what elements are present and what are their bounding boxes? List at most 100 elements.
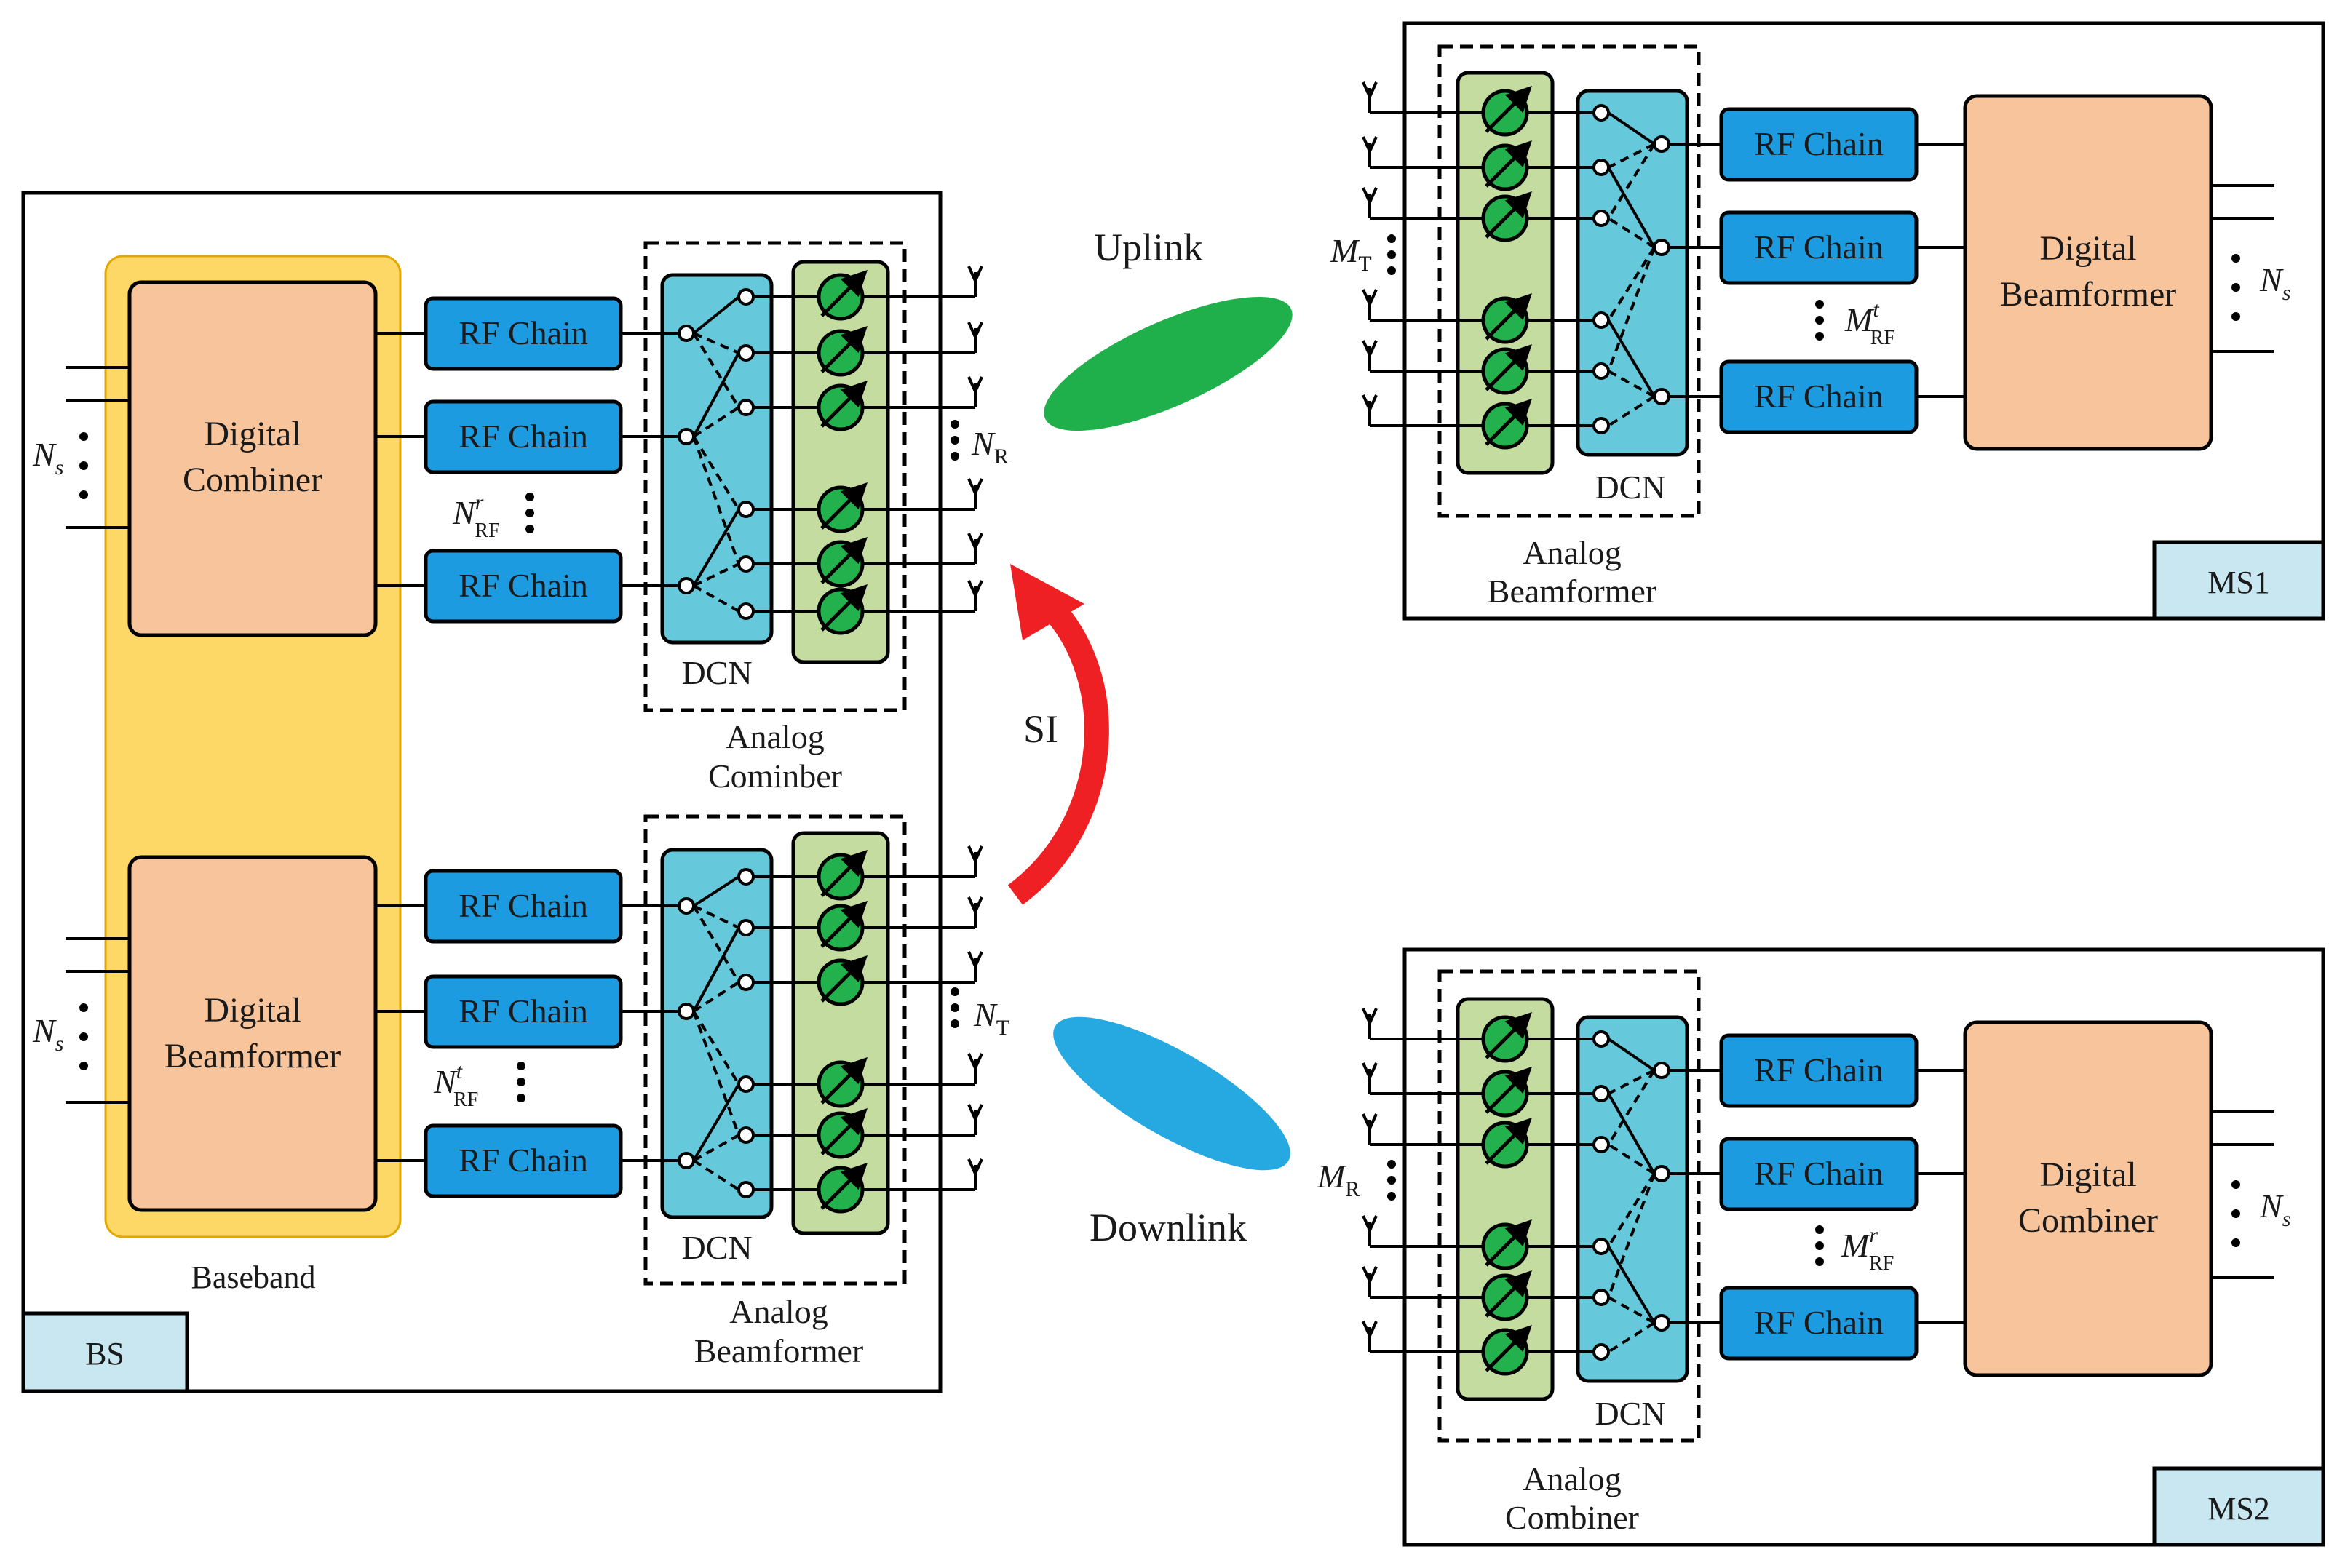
bs-analog-combiner-line1: Analog bbox=[726, 718, 824, 755]
switch-node bbox=[1592, 311, 1610, 329]
signal-line bbox=[692, 436, 740, 565]
antenna-icon bbox=[1362, 394, 1378, 413]
antenna-icon bbox=[1362, 1266, 1378, 1285]
antenna-icon bbox=[1362, 81, 1378, 100]
antenna-icon bbox=[967, 951, 983, 970]
switch-node bbox=[1592, 1085, 1610, 1102]
antenna-icon bbox=[967, 1158, 983, 1177]
antenna-icon bbox=[967, 533, 983, 552]
signal-line bbox=[1607, 217, 1656, 249]
phase-shifter-arrow bbox=[1485, 1118, 1532, 1165]
antenna-icon bbox=[1362, 289, 1378, 308]
switch-node bbox=[737, 602, 755, 620]
signal-line bbox=[692, 352, 740, 437]
bs-analog-combiner-frame bbox=[643, 241, 907, 712]
ms1-analog-frame bbox=[1437, 44, 1701, 518]
ms2-tag: MS2 bbox=[2207, 1491, 2270, 1527]
uplink-beam bbox=[1044, 296, 1293, 431]
downlink-label: Downlink bbox=[1090, 1206, 1247, 1249]
ms1-ns: Ns bbox=[2259, 261, 2290, 305]
switch-node bbox=[1592, 104, 1610, 122]
phase-shifter-arrow bbox=[1485, 399, 1532, 446]
signal-line bbox=[1607, 319, 1656, 398]
si-label: SI bbox=[1023, 707, 1058, 751]
baseband-label: Baseband bbox=[191, 1259, 315, 1295]
bs-analog-beamformer-line2: Beamformer bbox=[694, 1332, 863, 1369]
phase-shifter-arrow bbox=[1485, 1219, 1532, 1267]
bs-nr: NR bbox=[971, 425, 1009, 469]
ms1-tag-box bbox=[2152, 540, 2325, 621]
bs-dcn-lower bbox=[660, 848, 774, 1219]
ms1-analog-line1: Analog bbox=[1523, 534, 1621, 571]
bs-rf-chain: RF Chain bbox=[424, 296, 623, 371]
bs-analog-beamformer-frame bbox=[643, 814, 907, 1286]
ms1-rf-chain: RF Chain bbox=[1719, 359, 1919, 434]
phase-shifter-arrow bbox=[1485, 1270, 1532, 1318]
antenna-icon bbox=[967, 266, 983, 284]
phase-shifter-arrow bbox=[820, 850, 868, 897]
switch-node bbox=[737, 399, 755, 416]
switch-node bbox=[737, 344, 755, 362]
ms2-panel: MS2 DCN Analog Combiner RF Chain RF Chai… bbox=[1317, 947, 2325, 1547]
ms2-dcn-label: DCN bbox=[1595, 1395, 1665, 1432]
ms2-analog-frame bbox=[1437, 969, 1701, 1443]
signal-line bbox=[692, 875, 740, 907]
rf-internals bbox=[621, 81, 1721, 1376]
ms2-rf-chain: RF Chain bbox=[1719, 1033, 1919, 1108]
bs-rf-chain: RF Chain bbox=[424, 1123, 623, 1198]
svg-text:RF Chain: RF Chain bbox=[1754, 1051, 1884, 1089]
bs-digital-combiner-line1: Digital bbox=[204, 415, 301, 453]
antenna-icon bbox=[967, 322, 983, 341]
bs-rf-chain: RF Chain bbox=[424, 399, 623, 474]
ms2-mrf-dots bbox=[1815, 1225, 1824, 1266]
bs-panel: BS Baseband Digital Combiner Digital Bea… bbox=[21, 191, 1009, 1393]
phase-shifter-arrow bbox=[820, 1108, 868, 1155]
signal-line bbox=[692, 1011, 740, 1136]
switch-node bbox=[737, 1126, 755, 1144]
antenna-icon bbox=[1362, 1062, 1378, 1081]
signal-line bbox=[692, 927, 740, 1012]
switch-node bbox=[737, 288, 755, 306]
signal-line bbox=[1608, 143, 1655, 169]
signal-line bbox=[1607, 1143, 1656, 1175]
ms2-analog-line2: Combiner bbox=[1505, 1499, 1639, 1536]
svg-text:RF Chain: RF Chain bbox=[459, 418, 588, 455]
uplink-label: Uplink bbox=[1094, 226, 1203, 269]
svg-text:RF Chain: RF Chain bbox=[459, 992, 588, 1030]
signal-line bbox=[693, 332, 739, 354]
signal-line bbox=[693, 904, 739, 929]
svg-text:RF Chain: RF Chain bbox=[1754, 378, 1884, 415]
ms2-mr-dots bbox=[1387, 1160, 1396, 1201]
signal-line bbox=[693, 1134, 739, 1162]
phase-shifter-arrow bbox=[820, 381, 868, 428]
switch-node bbox=[737, 1075, 755, 1093]
phase-shifter-arrow bbox=[1485, 293, 1532, 341]
signal-line bbox=[1607, 167, 1656, 248]
ms1-rf-digital-links bbox=[1916, 143, 1965, 398]
antenna-icon bbox=[1362, 1215, 1378, 1234]
switch-node bbox=[1653, 1314, 1670, 1332]
ms2-phase-panel bbox=[1456, 997, 1555, 1401]
ms2-digital-combiner-line1: Digital bbox=[2039, 1155, 2136, 1194]
bs-rf-chain: RF Chain bbox=[424, 974, 623, 1049]
phase-shifter-arrow bbox=[820, 537, 868, 584]
phase-shifter-arrow bbox=[1485, 86, 1532, 133]
switch-node bbox=[1653, 1165, 1670, 1182]
switch-node bbox=[1592, 210, 1610, 227]
ms1-mrf-dots bbox=[1815, 300, 1824, 341]
ms1-mt: MT bbox=[1330, 232, 1372, 276]
switch-node bbox=[1592, 1030, 1610, 1048]
antenna-icon bbox=[1362, 1113, 1378, 1132]
signal-line bbox=[692, 981, 740, 1013]
ms1-digital-beamformer-line2: Beamformer bbox=[2000, 275, 2177, 314]
ms1-rf-chain: RF Chain bbox=[1719, 107, 1919, 182]
switch-node bbox=[737, 1181, 755, 1198]
switch-node bbox=[1653, 135, 1670, 153]
switch-node bbox=[1592, 1289, 1610, 1306]
ms2-analog-line1: Analog bbox=[1523, 1460, 1621, 1497]
svg-text:RF Chain: RF Chain bbox=[459, 887, 588, 924]
phase-shifter-arrow bbox=[1485, 1012, 1532, 1059]
ms1-mt-dots bbox=[1387, 234, 1396, 275]
switch-node bbox=[737, 501, 755, 518]
